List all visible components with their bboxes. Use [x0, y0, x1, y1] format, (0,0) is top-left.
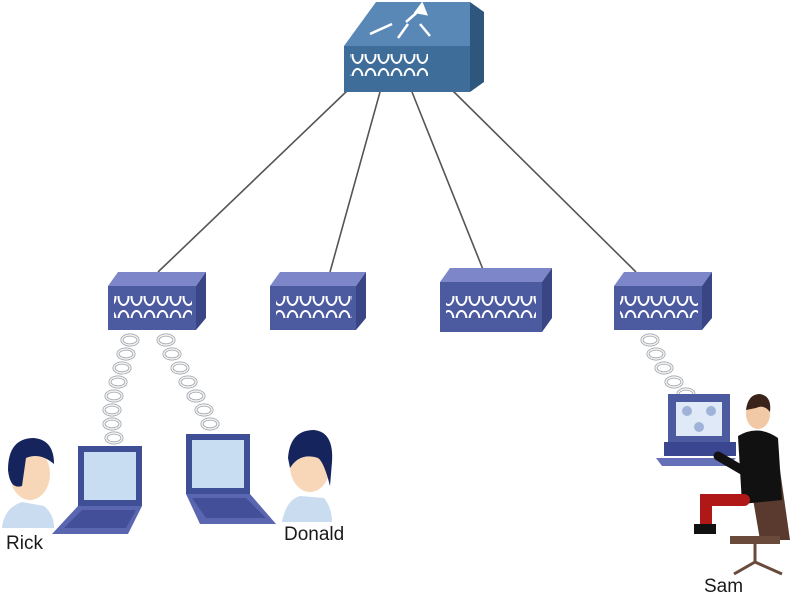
- hub-icon: [108, 272, 206, 330]
- link-core-hub4: [449, 87, 637, 273]
- twisted-pair-cable-icon: [640, 333, 696, 401]
- hub-icon: [270, 272, 366, 330]
- uplink-lines: [157, 87, 637, 273]
- laptop-icon: [52, 446, 142, 534]
- link-core-hub1: [157, 89, 349, 273]
- person-label-donald: Donald: [284, 524, 345, 545]
- person-icon: [282, 430, 333, 522]
- laptop-icon: [186, 434, 276, 524]
- person-label-rick: Rick: [6, 533, 43, 554]
- multilayer-switch-icon: [344, 1, 484, 92]
- link-core-hub3: [411, 91, 485, 273]
- hub-icon: [440, 268, 552, 332]
- hub-icon: [614, 272, 712, 330]
- link-core-hub2: [329, 91, 381, 273]
- twisted-pair-cable-icon: [156, 333, 220, 431]
- person-icon: [2, 438, 54, 528]
- twisted-pair-cable-icon: [102, 333, 140, 445]
- person-label-sam: Sam: [704, 576, 744, 597]
- person-icon: [694, 394, 790, 576]
